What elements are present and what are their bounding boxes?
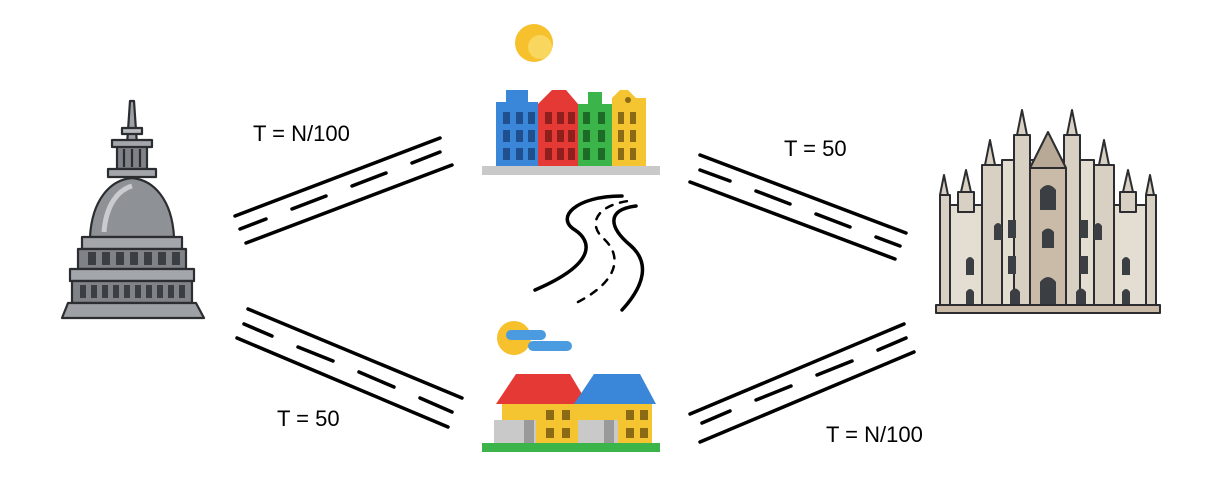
edge-cost-label-top-right: T = 50 [784,136,847,161]
mole-antonelliana-icon [60,99,206,320]
road-top-left [233,136,454,245]
cloud-icon [506,330,546,340]
edge-cost-label-bottom-left: T = 50 [277,406,340,431]
road-bottom-right [688,322,916,444]
winding-road-icon [533,194,645,312]
colorful-townhouses-icon [482,24,660,175]
edge-cost-label-top-left: T = N/100 [253,121,350,146]
milan-cathedral-icon [935,109,1161,314]
road-bottom-left [235,307,464,429]
road-top-right [688,153,908,261]
edge-cost-label-bottom-right: T = N/100 [826,422,923,447]
village-houses-icon [482,321,660,452]
